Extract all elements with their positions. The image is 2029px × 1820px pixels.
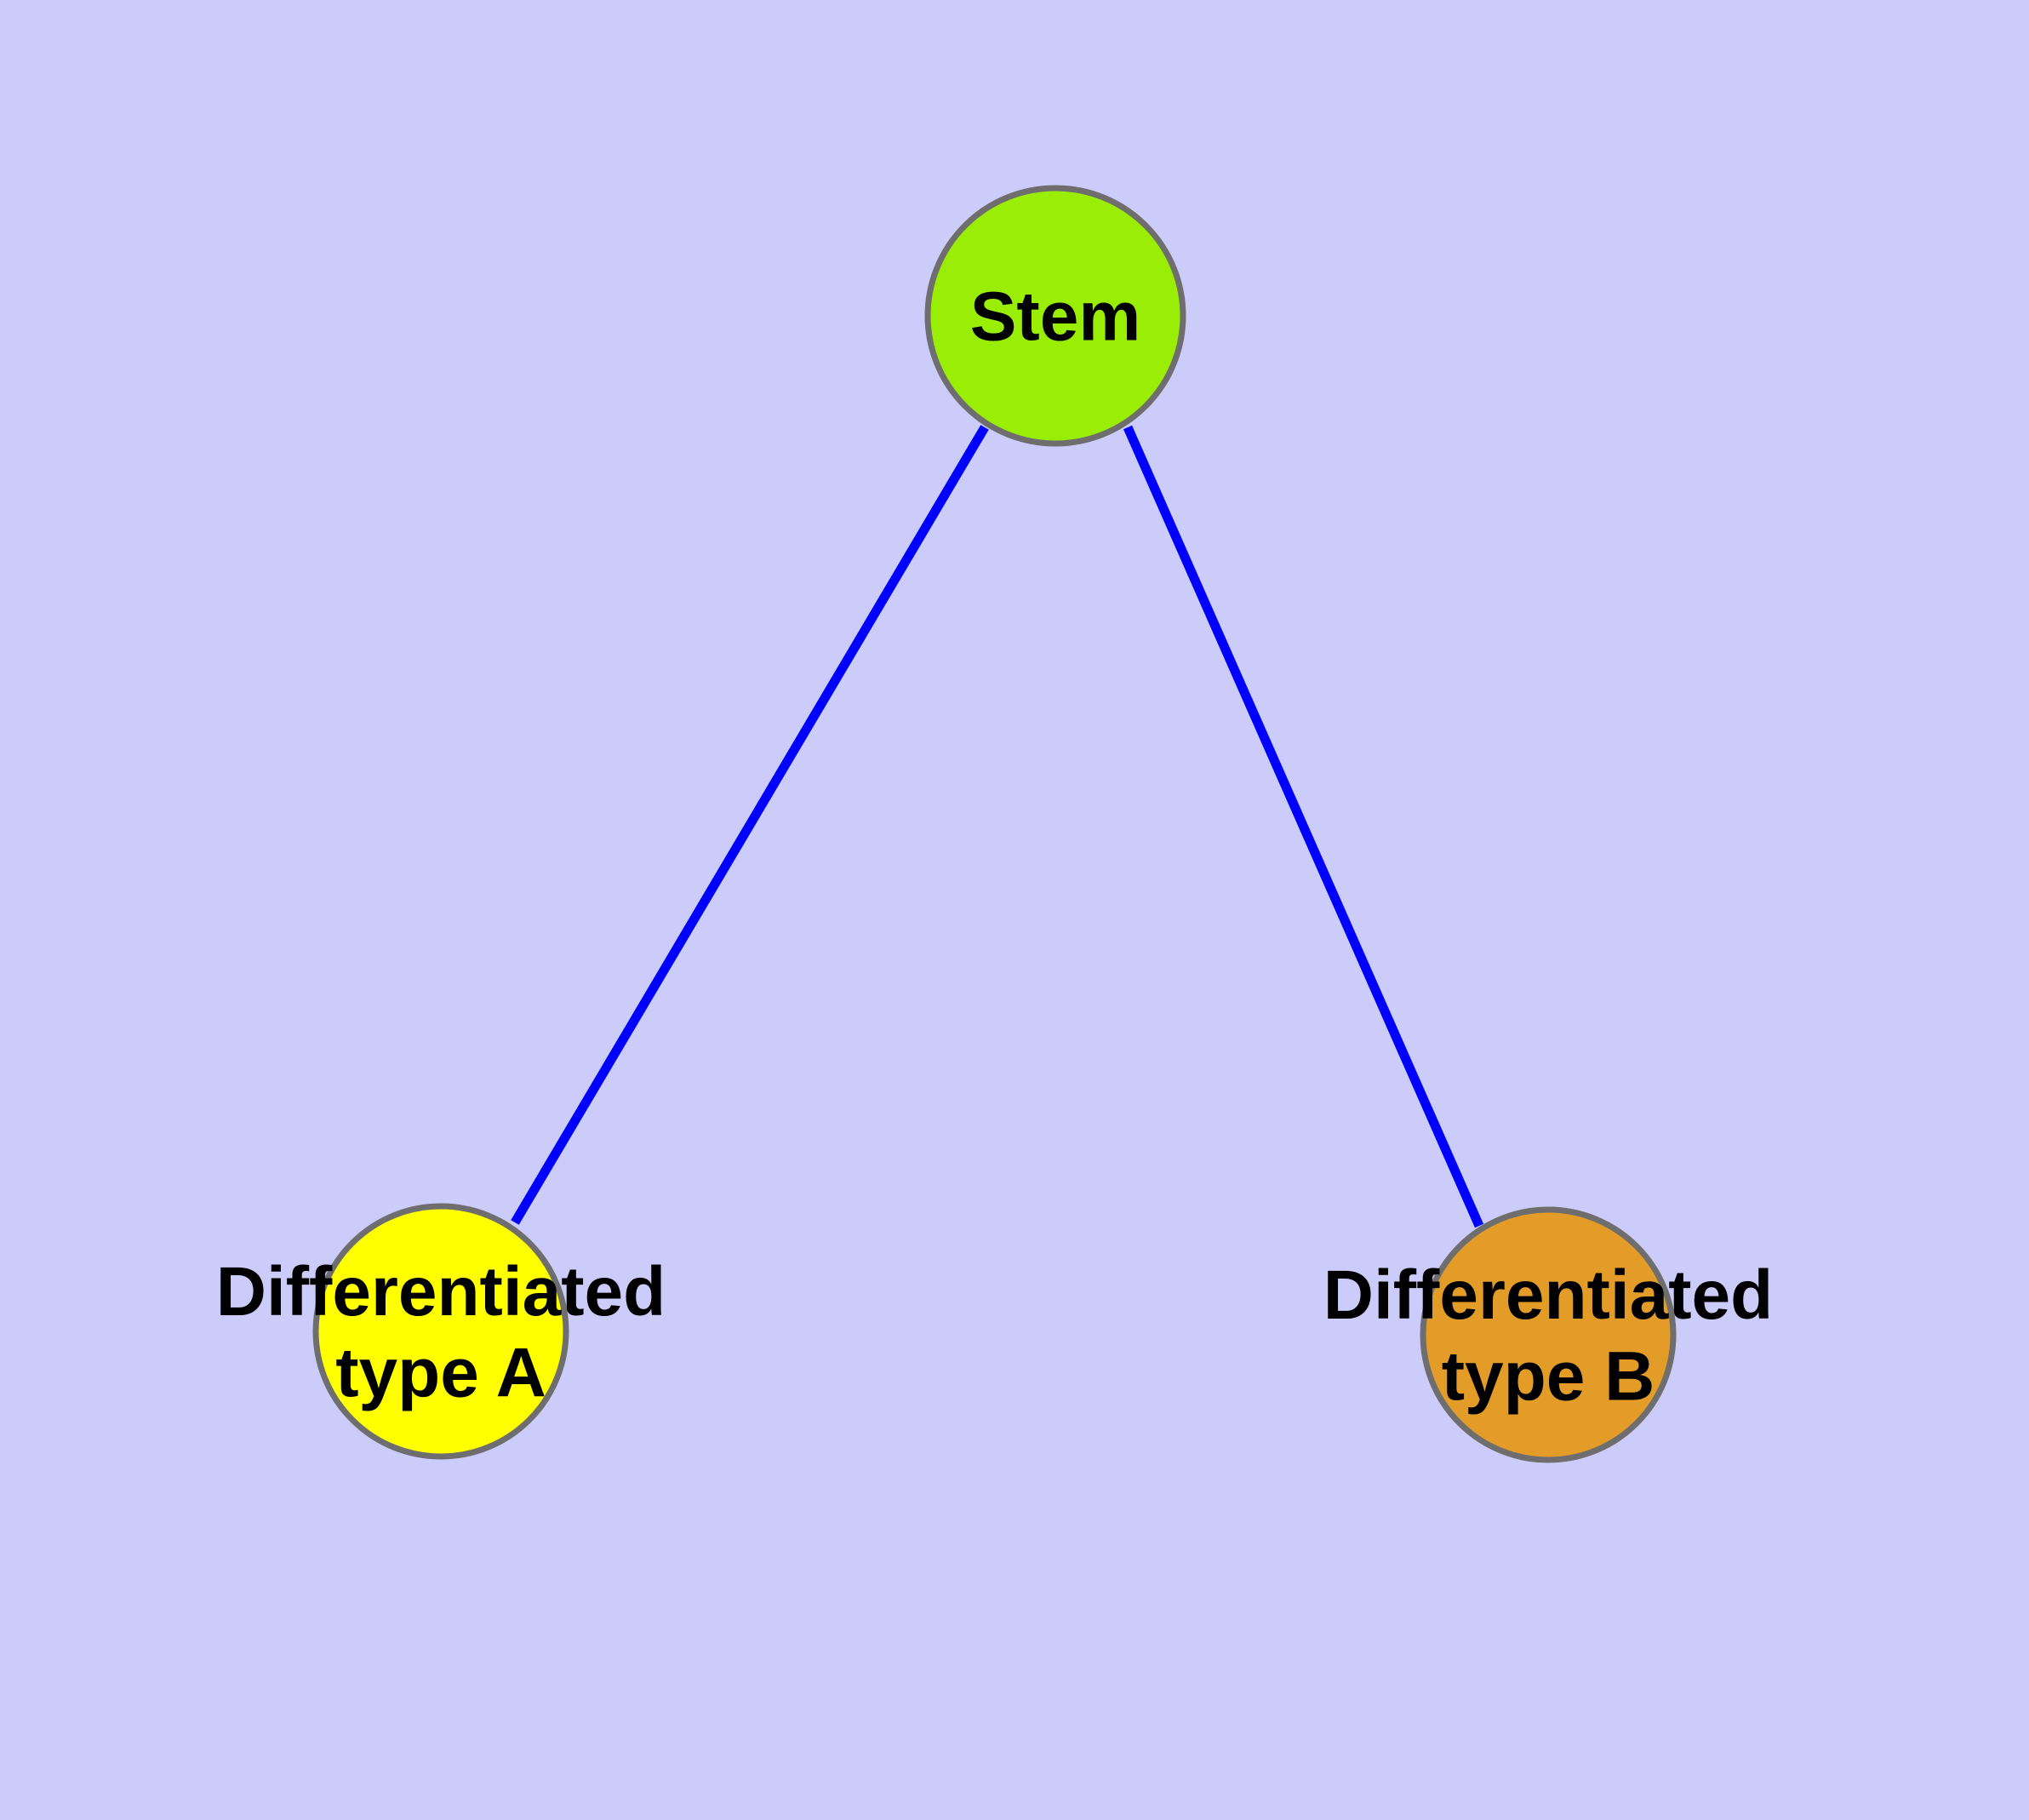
edge-stem-to-differentiated-type-b[interactable]	[1123, 425, 1484, 1228]
edges-layer	[511, 425, 1484, 1228]
node-label-line: type A	[335, 1334, 546, 1411]
node-label-line: Stem	[970, 278, 1141, 356]
node-stem[interactable]	[924, 185, 1186, 447]
node-label-line: Differentiated	[1323, 1256, 1774, 1334]
node-label-line: type B	[1442, 1337, 1655, 1415]
node-differentiated-type-a[interactable]	[312, 1203, 569, 1460]
node-label-stem: Stem	[970, 278, 1141, 356]
edge-stem-to-differentiated-type-a[interactable]	[511, 425, 989, 1225]
nodes-layer	[312, 185, 1677, 1463]
node-differentiated-type-b[interactable]	[1420, 1206, 1677, 1463]
node-label-line: Differentiated	[216, 1253, 666, 1331]
